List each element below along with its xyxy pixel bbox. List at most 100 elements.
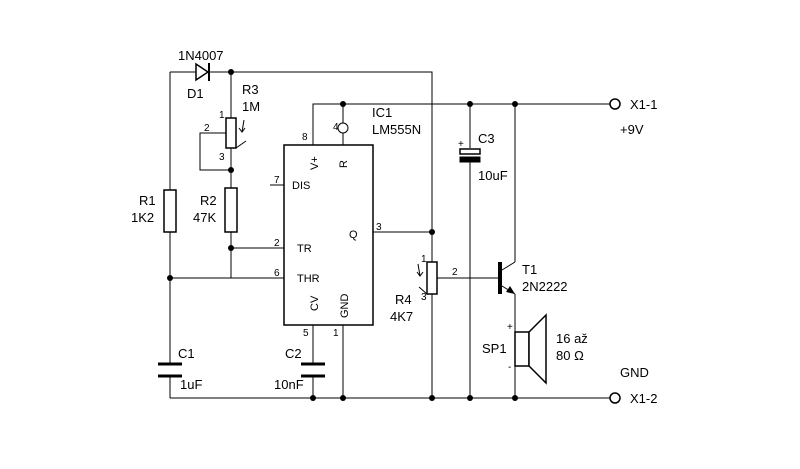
r4-pin3: 3 bbox=[421, 292, 427, 303]
x1-2-ref: X1-2 bbox=[630, 391, 657, 406]
resistor-r1: R1 1K2 bbox=[131, 189, 177, 233]
sp1-magnet bbox=[514, 331, 530, 367]
r1-value: 1K2 bbox=[131, 210, 154, 225]
c1-value: 1uF bbox=[180, 377, 202, 392]
c1-ref: C1 bbox=[178, 346, 195, 361]
ic1-label-vplus: V+ bbox=[309, 156, 321, 170]
c3-polarity: + bbox=[458, 139, 464, 150]
c2-value: 10nF bbox=[274, 377, 304, 392]
ic1-label-dis: DIS bbox=[292, 180, 310, 192]
sp1-value2: 80 Ω bbox=[556, 348, 584, 363]
potentiometer-r4: 1 2 3 R4 4K7 bbox=[390, 254, 458, 324]
junction-dot bbox=[512, 101, 518, 107]
ic1-pin-3: 3 bbox=[376, 222, 382, 233]
t1-value: 2N2222 bbox=[522, 279, 568, 294]
diode-triangle bbox=[195, 62, 210, 82]
r2-ref: R2 bbox=[200, 193, 217, 208]
capacitor-c1: C1 1uF bbox=[158, 346, 202, 392]
ic1-pin-5: 5 bbox=[303, 328, 309, 339]
junction-dot bbox=[467, 395, 473, 401]
ic1-pin-4: 4 bbox=[333, 122, 339, 133]
r4-adjust-arrow bbox=[416, 263, 424, 277]
junction-dot bbox=[228, 69, 234, 75]
junction-dot bbox=[429, 395, 435, 401]
r2-value: 47K bbox=[193, 210, 216, 225]
ic1-label-thr: THR bbox=[297, 273, 320, 285]
r2-body bbox=[224, 187, 238, 233]
d1-value: 1N4007 bbox=[178, 48, 224, 63]
junction-dot bbox=[512, 395, 518, 401]
junction-dot bbox=[167, 275, 173, 281]
junction-dot bbox=[310, 395, 316, 401]
junction-dot bbox=[228, 167, 234, 173]
r1-ref: R1 bbox=[139, 193, 156, 208]
junction-dot bbox=[429, 229, 435, 235]
ic1-label-cv: CV bbox=[309, 295, 321, 311]
junction-dot bbox=[228, 245, 234, 251]
sp1-value: 16 až bbox=[556, 331, 588, 346]
capacitor-c3: + C3 10uF bbox=[458, 131, 508, 183]
r4-value: 4K7 bbox=[390, 309, 413, 324]
ic1-pin-2: 2 bbox=[274, 238, 280, 249]
ic1-pin-6: 6 bbox=[274, 268, 280, 279]
capacitor-c2: C2 10nF bbox=[274, 346, 325, 392]
ic1-pin-7: 7 bbox=[274, 175, 280, 186]
junction-dot bbox=[467, 101, 473, 107]
r4-pin2: 2 bbox=[452, 267, 458, 278]
d1-ref: D1 bbox=[187, 86, 204, 101]
transistor-t1: T1 2N2222 bbox=[498, 261, 568, 295]
t1-ref: T1 bbox=[522, 262, 537, 277]
ic1-reset-bubble bbox=[337, 122, 349, 134]
c2-ref: C2 bbox=[285, 346, 302, 361]
c3-ref: C3 bbox=[478, 131, 495, 146]
terminal-circle bbox=[609, 392, 621, 404]
wire-supply bbox=[312, 103, 610, 145]
c3-value: 10uF bbox=[478, 168, 508, 183]
ic-lm555: IC1 LM555N V+ R DIS TR THR Q CV GND 8 4 … bbox=[274, 105, 421, 339]
resistor-r2: R2 47K bbox=[193, 187, 238, 233]
ic1-pin-8: 8 bbox=[302, 132, 308, 143]
ic1-ref: IC1 bbox=[372, 105, 392, 120]
ic1-label-gnd: GND bbox=[339, 294, 351, 319]
ic1-body bbox=[283, 144, 374, 326]
r4-body bbox=[426, 261, 438, 295]
terminal-circle bbox=[609, 98, 621, 110]
ic1-value: LM555N bbox=[372, 122, 421, 137]
terminal-x1-1: X1-1 +9V bbox=[609, 97, 657, 137]
x1-2-label: GND bbox=[620, 365, 649, 380]
r3-pin2: 2 bbox=[204, 123, 210, 134]
t1-collector-lead bbox=[501, 261, 516, 271]
wire-r3-wiper bbox=[199, 132, 231, 171]
r3-pin1: 1 bbox=[219, 110, 225, 121]
r4-arrow-line bbox=[418, 286, 428, 295]
junction-dot bbox=[340, 395, 346, 401]
potentiometer-r3: R3 1M 1 2 3 bbox=[204, 82, 260, 163]
x1-1-label: +9V bbox=[620, 122, 644, 137]
r1-body bbox=[163, 189, 177, 233]
junction-dot bbox=[340, 101, 346, 107]
r3-ref: R3 bbox=[242, 82, 259, 97]
terminal-x1-2: X1-2 GND bbox=[609, 365, 657, 406]
r4-ref: R4 bbox=[395, 292, 412, 307]
r3-body bbox=[225, 117, 237, 149]
ic1-label-q: Q bbox=[349, 229, 358, 241]
ic1-label-r: R bbox=[338, 160, 350, 168]
r3-value: 1M bbox=[242, 99, 260, 114]
sp1-ref: SP1 bbox=[482, 341, 507, 356]
sp1-minus: - bbox=[508, 362, 511, 373]
x1-1-ref: X1-1 bbox=[630, 97, 657, 112]
ic1-label-tr: TR bbox=[297, 243, 312, 255]
junctions bbox=[167, 69, 518, 401]
wires bbox=[169, 71, 610, 399]
ic1-pin-1: 1 bbox=[333, 328, 339, 339]
r3-pin3: 3 bbox=[219, 152, 225, 163]
t1-emitter-arrow bbox=[506, 286, 515, 294]
speaker-sp1: + - SP1 16 až 80 Ω bbox=[482, 313, 588, 385]
r3-arrow-line bbox=[235, 140, 247, 149]
diode-d1: 1N4007 D1 bbox=[178, 48, 224, 101]
sp1-plus: + bbox=[507, 322, 513, 333]
r4-pin1: 1 bbox=[421, 254, 427, 265]
c3-plate-negative bbox=[459, 156, 481, 163]
sp1-cone bbox=[528, 313, 547, 385]
